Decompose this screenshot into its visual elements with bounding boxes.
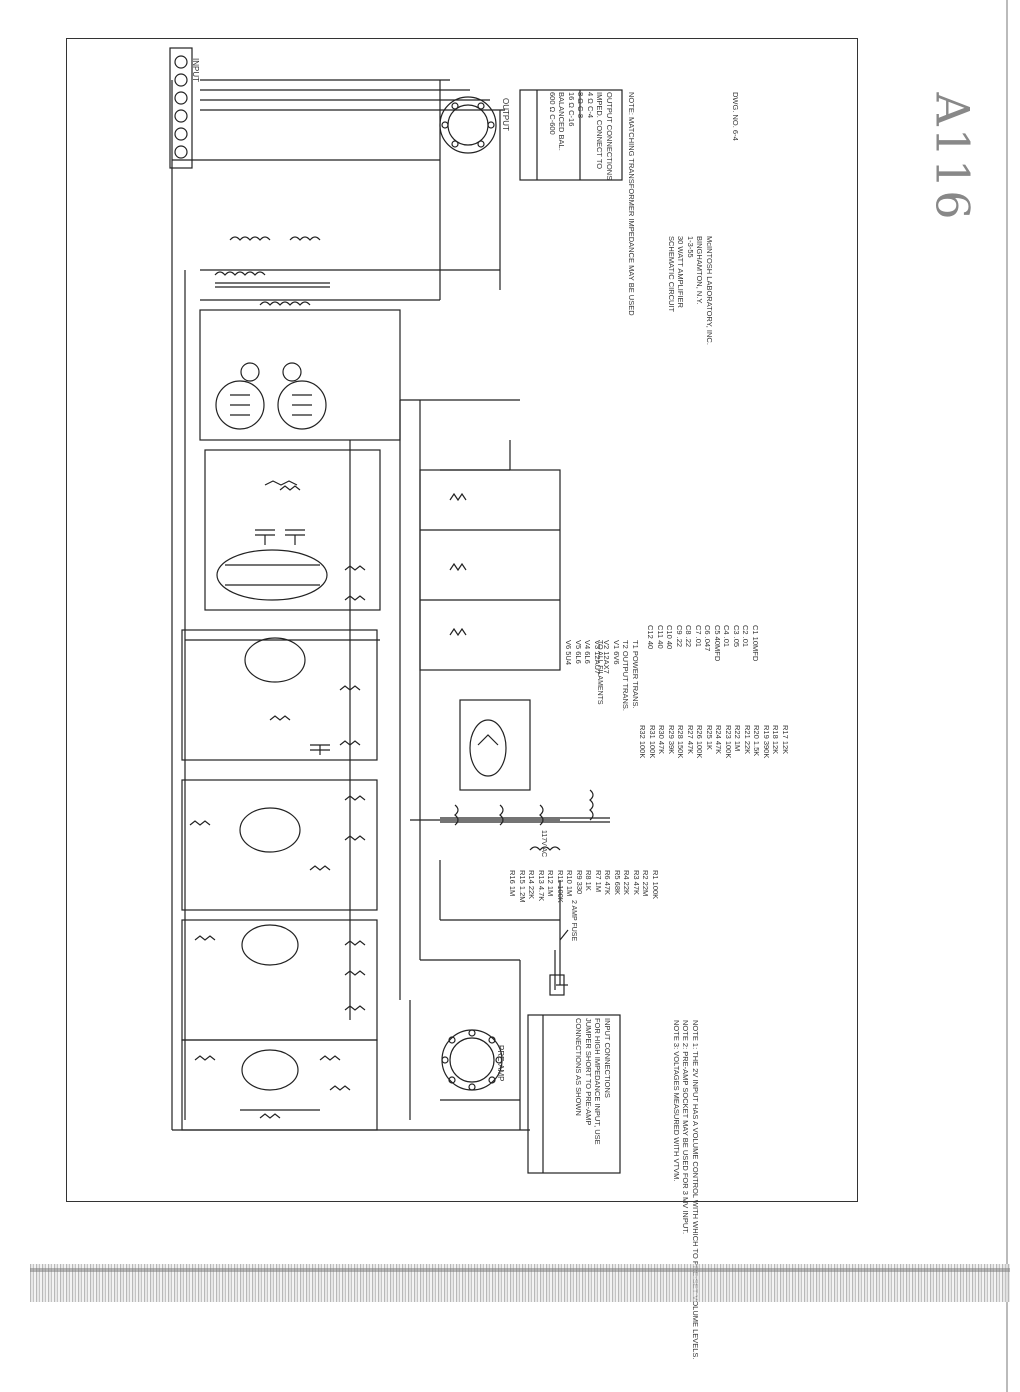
parts-row: R20 1.5K (752, 725, 762, 757)
page-edge (1006, 0, 1008, 1392)
parts-row: R25 1K (705, 725, 714, 751)
note-line: NOTE 3: VOLTAGES MEASURED WITH VTVM. (672, 1020, 681, 1182)
parts-row: V1 6V6 (612, 640, 621, 665)
drawing-subtitle: SCHEMATIC CIRCUIT (667, 236, 676, 313)
parts-row: R15 1.2M (518, 870, 527, 903)
parts-row: R10 1M (565, 870, 575, 897)
company-name: McINTOSH LABORATORY, INC. (705, 236, 714, 345)
parts-row: V6 5U4 (564, 640, 574, 666)
parts-row: R22 1M (733, 725, 743, 752)
schematic-frame (66, 38, 858, 1202)
table-row: JUMPER SHORT TO PRE-AMP (584, 1018, 593, 1126)
parts-row: C9 .22 (675, 625, 684, 648)
parts-list-capacitors: C1 10MFD C2 .01 C3 .05 C4 .01 C5 40MFD C… (646, 625, 761, 662)
parts-row: R19 390K (762, 725, 771, 759)
parts-row: R7 1M (594, 870, 603, 893)
parts-row: R12 1M (546, 870, 556, 897)
parts-row: R26 100K (695, 725, 705, 759)
parts-row: R32 100K (638, 725, 648, 759)
table-header: OUTPUT CONNECTIONS (605, 92, 614, 181)
table-row: 600 Ω C-600 (548, 92, 557, 135)
parts-row: R16 1M (508, 870, 518, 897)
parts-row: R29 39K (667, 725, 676, 755)
parts-row: C7 .01 (694, 625, 703, 648)
parts-row: R9 330 (575, 870, 584, 895)
parts-row: R14 22K (527, 870, 537, 900)
parts-list-resistors-b: R17 12K R18 12K R19 390K R20 1.5K R21 22… (638, 725, 791, 759)
pre-amp-socket-label: PRE-AMP (496, 1045, 505, 1082)
table-row: 16 Ω C-16 (567, 92, 576, 127)
parts-row: R17 12K (781, 725, 790, 755)
table-row: CONNECTIONS AS SHOWN (574, 1018, 584, 1116)
parts-row: C11 40 (656, 625, 665, 649)
drawing-number: DWG. NO. 6-4 (731, 92, 740, 141)
table-row: IMPED. CONNECT TO (595, 92, 605, 170)
parts-row: R5 68K (613, 870, 622, 896)
table-row: 4 Ω C-4 (586, 92, 595, 119)
parts-row: R30 47K (657, 725, 667, 755)
parts-row: R4 22K (622, 870, 632, 896)
parts-row: R27 47K (686, 725, 695, 755)
note-line: NOTE 2: PRE-AMP SOCKET MAY BE USED FOR 3… (681, 1020, 691, 1235)
line-voltage-label: 117V AC (540, 830, 547, 858)
parts-row: C6 .047 (703, 625, 713, 652)
parts-row: C3 .05 (732, 625, 741, 648)
output-connections-table: OUTPUT CONNECTIONS IMPED. CONNECT TO 4 Ω… (548, 92, 614, 181)
table-header: INPUT CONNECTIONS (603, 1018, 612, 1098)
parts-row: T2 OUTPUT TRANS. (621, 640, 631, 711)
parts-row: C5 40MFD (713, 625, 722, 662)
input-connections-box: INPUT CONNECTIONS FOR HIGH IMPEDANCE INP… (574, 1018, 613, 1145)
parts-row: R6 47K (603, 870, 613, 896)
drawing-title: 30 WATT AMPLIFIER (676, 236, 686, 308)
parts-row: C4 .01 (722, 625, 732, 648)
parts-row: C1 10MFD (751, 625, 760, 662)
parts-row: R31 100K (648, 725, 657, 759)
parts-row: R28 150K (676, 725, 686, 759)
parts-row: C2 .01 (741, 625, 751, 648)
notes-block: NOTE 1: THE 2V INPUT HAS A VOLUME CONTRO… (672, 1020, 700, 1360)
parts-row: R21 22K (743, 725, 752, 755)
parts-row: V5 6L6 (574, 640, 583, 664)
filaments-label: TO ALL FILAMENTS (596, 640, 603, 705)
parts-row: R11 100K (556, 870, 565, 903)
parts-row: T1 POWER TRANS. (631, 640, 640, 709)
handwritten-note: A116 (925, 92, 980, 222)
output-terminal-label: INPUT (191, 58, 200, 82)
scan-artifact-line (30, 1268, 1010, 1272)
drawing-date: 1-3-55 (686, 236, 695, 258)
parts-row: V4 6L6 (583, 640, 593, 664)
parts-row: C8 .22 (684, 625, 694, 648)
parts-row: R18 12K (771, 725, 781, 755)
parts-row: C12 40 (646, 625, 656, 650)
parts-row: R1 100K (651, 870, 660, 900)
note-line: NOTE 1: THE 2V INPUT HAS A VOLUME CONTRO… (691, 1020, 700, 1360)
output-socket-label: OUTPUT (501, 98, 510, 131)
output-note: NOTE: MATCHING TRANSFORMER IMPEDANCE MAY… (627, 92, 636, 316)
parts-list-resistors-a: R1 100K R2 22M R3 47K R4 22K R5 68K R6 4… (508, 870, 661, 903)
parts-row: R23 100K (724, 725, 733, 759)
fuse-label: 2 AMP FUSE (570, 900, 577, 942)
parts-row: C10 40 (665, 625, 675, 650)
company-city: BINGHAMTON, N.Y. (695, 236, 705, 305)
parts-row: R13 4.7K (537, 870, 546, 902)
table-row: BALANCED BAL. (557, 92, 567, 151)
parts-row: R24 47K (714, 725, 724, 755)
parts-row: R2 22M (641, 870, 651, 897)
parts-row: R3 47K (632, 870, 641, 896)
title-block: McINTOSH LABORATORY, INC. BINGHAMTON, N.… (667, 236, 714, 345)
table-row: 8 Ω C-8 (576, 92, 586, 119)
table-row: FOR HIGH IMPEDANCE INPUT, USE (593, 1018, 603, 1145)
parts-row: R8 1K (584, 870, 594, 891)
